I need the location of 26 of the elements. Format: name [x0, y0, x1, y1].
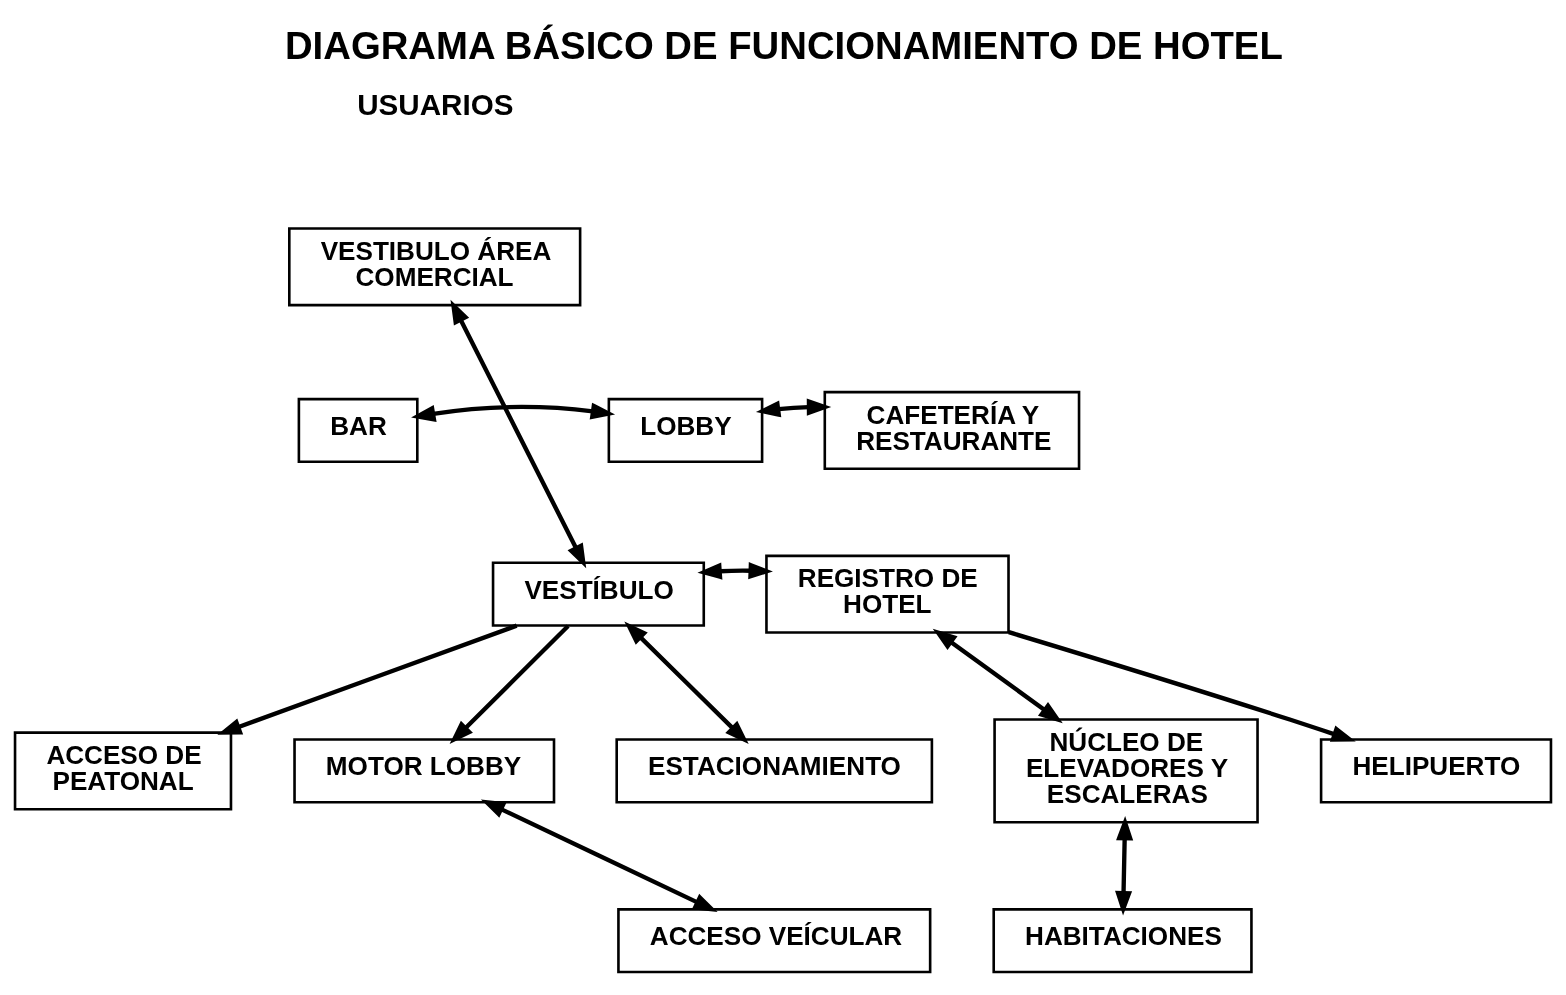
- node-box: ACCESO DE PEATONAL: [13, 731, 233, 811]
- arrow: [755, 398, 832, 418]
- node-box: ESTACIONAMIENTO: [615, 738, 934, 804]
- node-box: REGISTRO DE HOTEL: [765, 554, 1010, 634]
- node-box: VESTÍBULO: [491, 561, 706, 627]
- arrow: [217, 623, 518, 735]
- node-box: MOTOR LOBBY: [293, 738, 556, 804]
- node-box: VESTIBULO ÁREA COMERCIAL: [288, 227, 582, 307]
- arrow: [697, 562, 773, 580]
- arrow: [1008, 630, 1356, 742]
- node-box: CAFETERÍA Y RESTAURANTE: [823, 390, 1081, 471]
- diagram-title: DIAGRAMA BÁSICO DE FUNCIONAMIENTO DE HOTEL: [284, 23, 1283, 67]
- node-box: NÚCLEO DE ELEVADORES Y ESCALERAS: [993, 718, 1259, 824]
- node-box: ACCESO VEÍCULAR: [617, 908, 932, 974]
- arrow: [450, 299, 587, 569]
- arrow: [1115, 815, 1134, 916]
- arrow: [480, 799, 718, 912]
- arrow: [449, 624, 570, 744]
- arrow: [624, 621, 749, 744]
- node-box: LOBBY: [607, 397, 764, 464]
- arrow: [932, 628, 1063, 724]
- node-box: HELIPUERTO: [1319, 738, 1553, 804]
- node-box: BAR: [297, 397, 419, 464]
- node-box: HABITACIONES: [992, 908, 1253, 974]
- label: USUARIOS: [357, 88, 514, 122]
- arrow: [411, 402, 616, 422]
